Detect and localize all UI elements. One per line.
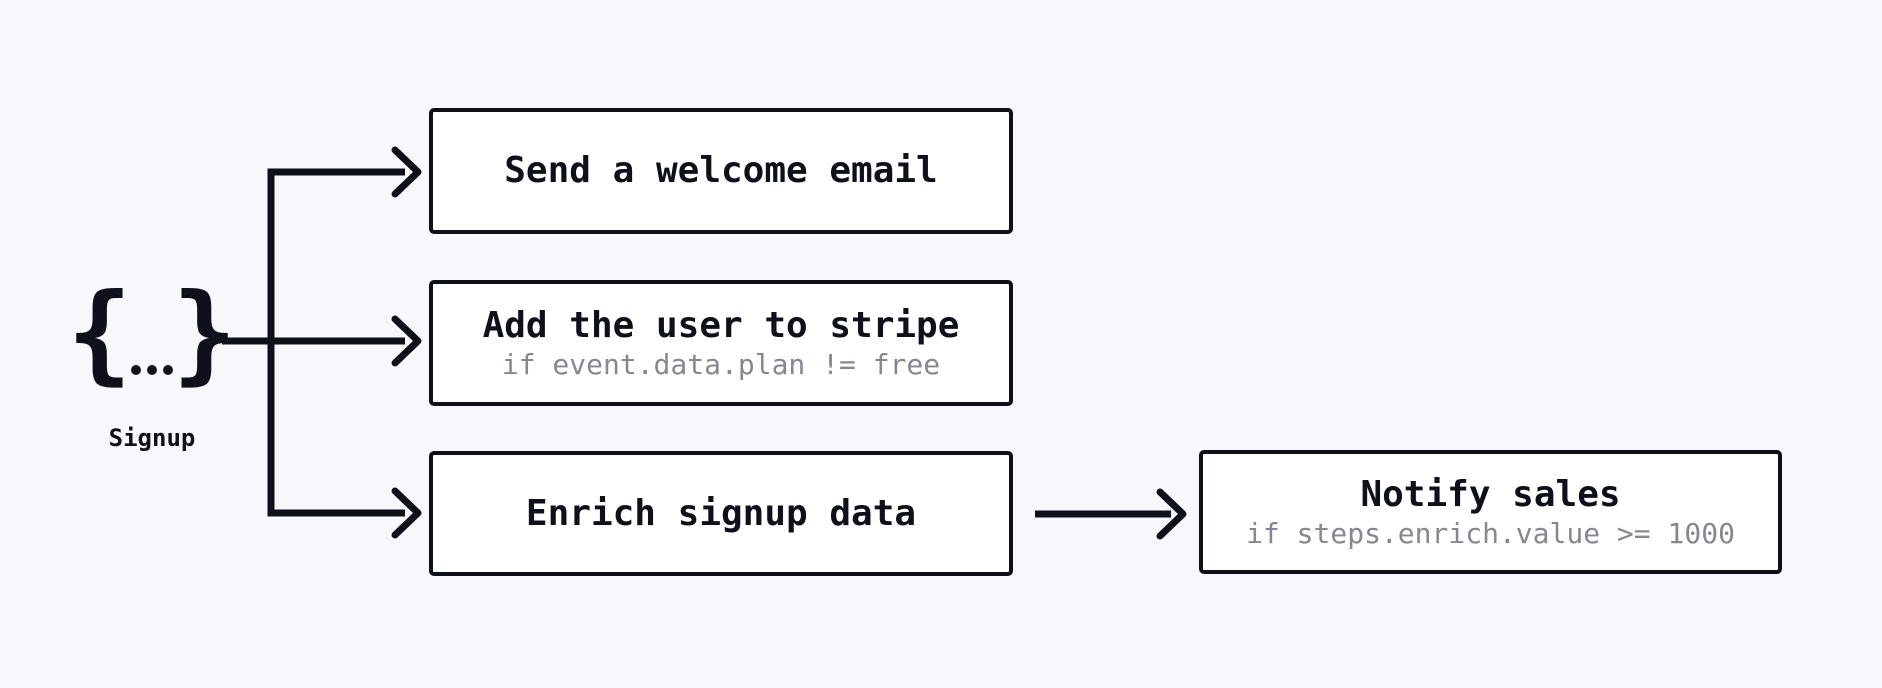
dot [131,365,141,375]
dot [163,365,173,375]
step-title: Send a welcome email [504,150,938,192]
step-card-enrich-signup-data: Enrich signup data [429,451,1013,576]
step-card-add-user-to-stripe: Add the user to stripe if event.data.pla… [429,280,1013,406]
step-condition: if steps.enrich.value >= 1000 [1246,517,1735,551]
arrowhead-icon [391,487,422,539]
right-brace-icon: } [172,271,238,397]
event-label: Signup [108,424,196,452]
arrowhead-icon [391,315,422,367]
arrowhead-icon [391,146,422,198]
step-card-send-welcome-email: Send a welcome email [429,108,1013,234]
arrowhead-icon [1156,488,1187,540]
dot [147,365,157,375]
step-title: Add the user to stripe [482,304,960,346]
ellipsis-dots-icon [131,365,173,375]
step-condition: if event.data.plan != free [501,348,941,382]
step-title: Enrich signup data [525,492,917,534]
step-card-notify-sales: Notify sales if steps.enrich.value >= 10… [1199,450,1782,574]
event-payload-icon: { } [67,280,237,390]
left-brace-icon: { [66,271,132,397]
step-title: Notify sales [1360,473,1621,515]
